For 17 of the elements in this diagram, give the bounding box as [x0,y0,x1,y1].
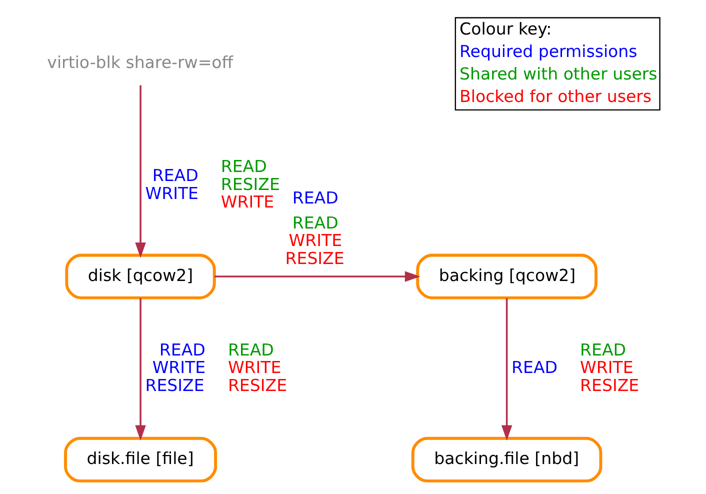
edge-label: READ WRITE RESIZE READ WRITE RESIZE [144,340,287,395]
edge-label: READ WRITE READ RESIZE WRITE [144,157,280,212]
edge-label: READ READ WRITE RESIZE [511,340,639,395]
legend-label: Blocked for other users [459,86,652,106]
legend-label: Shared with other users [459,64,657,84]
arrow [134,298,146,441]
legend-label: Required permissions [459,42,637,62]
arrow [500,298,512,441]
edge-label: READ READ WRITE RESIZE [284,188,344,268]
node-box: disk [qcow2] [64,254,216,300]
node-text: virtio-blk share-rw=off [46,53,233,72]
arrow [134,85,146,258]
arrow [214,271,420,282]
node-box: backing.file [nbd] [410,436,602,482]
node-box: disk.file [file] [64,436,217,482]
label: Colour key: [459,20,552,39]
node-box: backing [qcow2] [416,254,597,300]
